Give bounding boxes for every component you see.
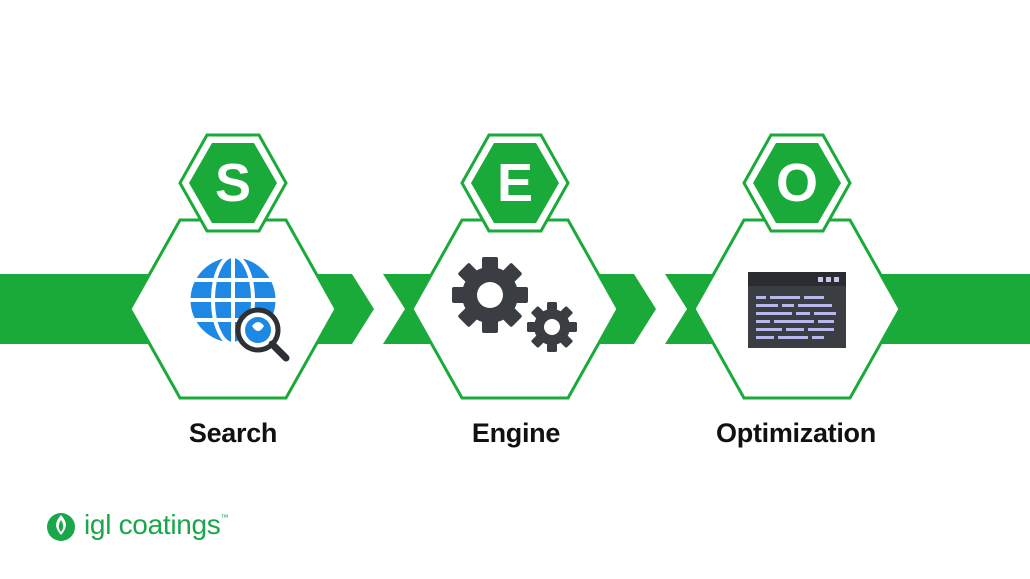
small-hexagon-fill <box>189 143 277 223</box>
large-gear-icon <box>452 257 528 333</box>
small-hexagon-fill <box>471 143 559 223</box>
gears-icon <box>452 257 577 352</box>
caption-optimization: Optimization <box>716 418 876 448</box>
step-search: S <box>128 133 338 400</box>
code-window-icon <box>748 272 846 348</box>
caption-engine: Engine <box>471 418 561 448</box>
step-letter: S <box>215 153 251 213</box>
brand-logo: igl coatings ™ <box>46 505 228 545</box>
caption-search: Search <box>188 418 278 448</box>
droplet-leaf-icon <box>47 513 75 541</box>
step-letter: O <box>776 153 818 213</box>
small-gear-icon <box>527 302 577 352</box>
logo-text: igl coatings <box>84 509 221 540</box>
step-optimization: O <box>692 133 902 400</box>
arrow-chevron-1 <box>352 274 405 344</box>
logo-trademark: ™ <box>220 513 229 522</box>
small-hexagon-fill <box>753 143 841 223</box>
arrow-chevron-2 <box>634 274 687 344</box>
globe-search-icon <box>187 254 290 362</box>
step-letter: E <box>497 153 533 213</box>
step-engine: E <box>410 133 620 400</box>
